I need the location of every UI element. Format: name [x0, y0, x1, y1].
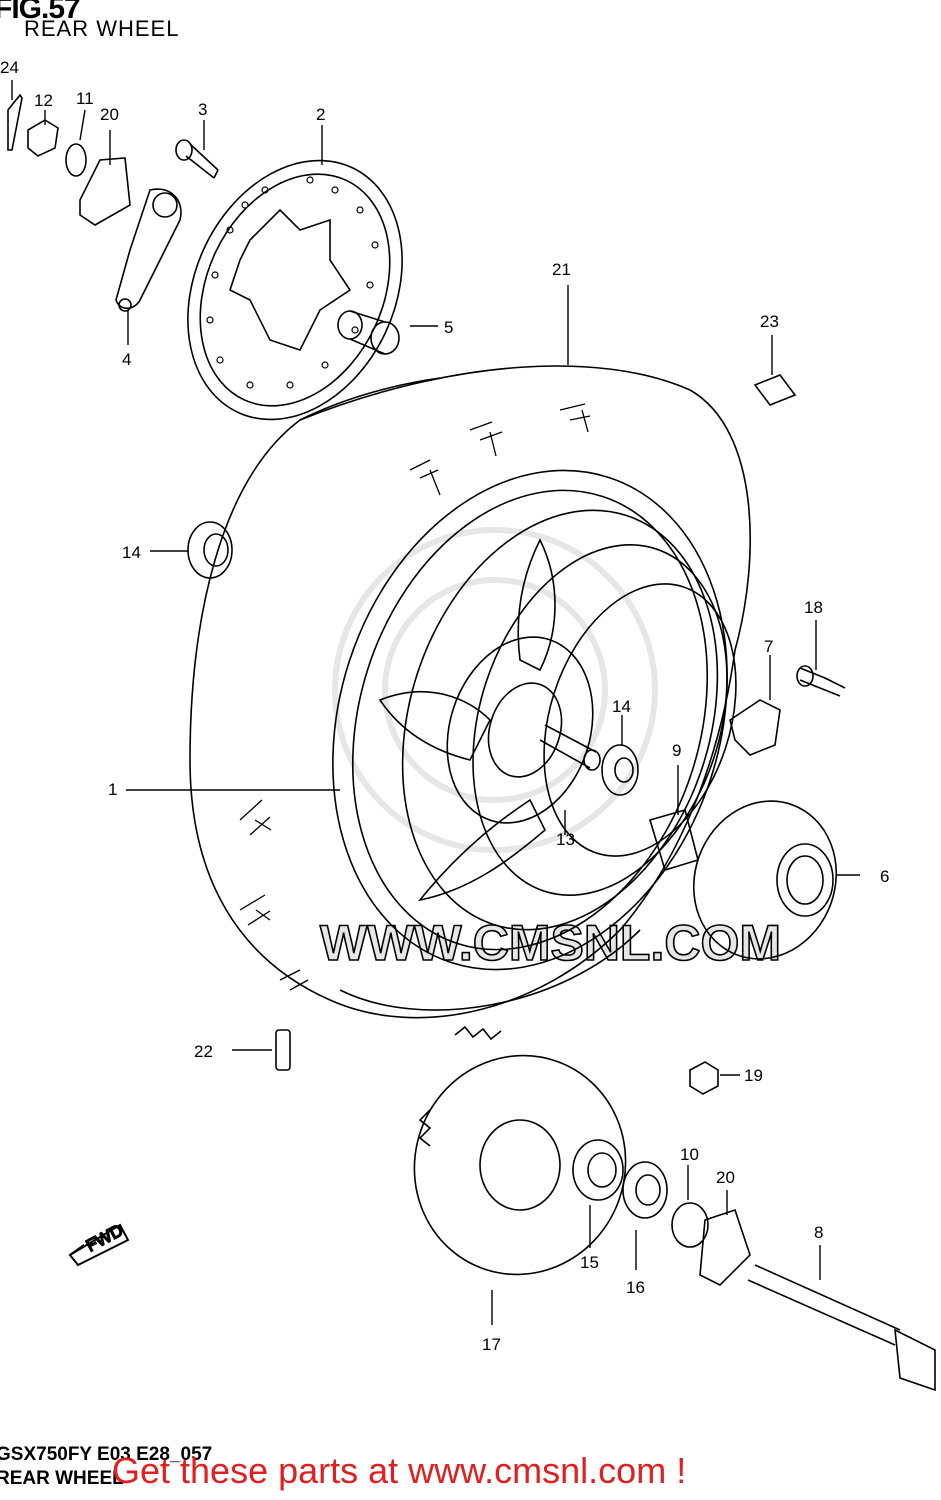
fwd-arrow-icon	[68, 1223, 130, 1267]
callout-11: 11	[76, 89, 94, 108]
sprocket-drum	[692, 800, 838, 960]
callout-22: 22	[194, 1042, 213, 1061]
callout-10: 10	[680, 1145, 699, 1164]
callout-5: 5	[444, 318, 453, 337]
callout-1: 1	[108, 780, 117, 799]
callout-2: 2	[316, 105, 325, 124]
diagram-code: GSX750FY E03 E28_057	[0, 1444, 213, 1465]
callout-20b: 20	[716, 1168, 735, 1187]
callout-17: 17	[482, 1335, 501, 1354]
spacer	[649, 809, 699, 871]
figure-number: FIG.57	[0, 0, 81, 25]
chain-adjuster	[699, 1208, 751, 1286]
brake-disc	[187, 159, 403, 421]
callout-12: 12	[34, 91, 53, 110]
callouts: 1 2 3 4 5 6 7 8 9 10 11 12 13 14 14 15 1…	[0, 58, 889, 1354]
promo-link[interactable]: Get these parts at www.cmsnl.com !	[112, 1450, 687, 1491]
callout-23: 23	[760, 312, 779, 331]
sprocket-nut	[689, 1061, 719, 1095]
callout-7: 7	[764, 637, 773, 656]
fwd-label: FWD	[83, 1221, 126, 1256]
callout-6: 6	[880, 867, 889, 886]
oil-seal	[622, 1161, 668, 1219]
collar	[337, 310, 400, 355]
callout-3: 3	[198, 100, 207, 119]
callout-9: 9	[672, 741, 681, 760]
bearing-right	[601, 744, 639, 796]
watermark-text: WWW.CMSNL.COM	[320, 915, 781, 971]
bearing-15	[572, 1139, 624, 1201]
wheel-rim	[332, 469, 737, 971]
caliper-bracket	[115, 188, 182, 312]
diagram-name: REAR WHEEL	[0, 1468, 124, 1489]
callout-24: 24	[0, 58, 19, 77]
callout-4: 4	[122, 350, 131, 369]
disc-bolt	[175, 139, 219, 179]
tire	[189, 365, 751, 1019]
callout-14b: 14	[612, 697, 631, 716]
air-valve	[275, 1029, 291, 1071]
callout-20a: 20	[100, 105, 119, 124]
watermark-logo	[332, 527, 658, 853]
rear-sprocket	[413, 1025, 627, 1276]
clip	[753, 374, 797, 406]
rear-axle	[747, 1264, 936, 1392]
callout-8: 8	[814, 1223, 823, 1242]
bearing-left	[187, 521, 233, 579]
figure-subtitle: REAR WHEEL	[24, 16, 180, 41]
damper-bolt	[796, 665, 846, 697]
callout-14a: 14	[122, 543, 141, 562]
callout-21: 21	[552, 260, 571, 279]
callout-15: 15	[580, 1253, 599, 1272]
callout-18: 18	[804, 598, 823, 617]
spacer-10	[671, 1202, 709, 1248]
callout-19: 19	[744, 1066, 763, 1085]
callout-16: 16	[626, 1278, 645, 1297]
callout-13: 13	[556, 830, 575, 849]
damper	[729, 699, 781, 756]
leader-lines	[11, 80, 860, 1325]
